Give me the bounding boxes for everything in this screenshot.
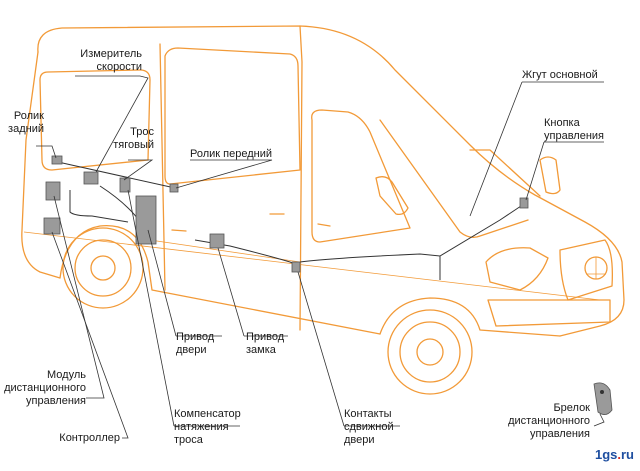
label-remote-module: Модуль дистанционного управления (4, 369, 86, 407)
rear-wheel (62, 227, 144, 309)
site-watermark: 1gs.ru (595, 447, 634, 462)
door-drive-component (135, 195, 157, 245)
key-fob-button-icon (600, 390, 604, 394)
van-body (21, 25, 625, 337)
sliding-door-contacts-component (291, 261, 301, 273)
rear-roller-component (51, 155, 63, 165)
label-control-button: Кнопка управления (544, 117, 604, 142)
remote-module-component (45, 181, 61, 201)
watermark-suffix: ru (621, 447, 634, 462)
label-door-drive: Привод двери (176, 331, 215, 356)
label-main-harness: Жгут основной (522, 69, 598, 81)
label-controller: Контроллер (59, 432, 120, 444)
key-fob-icon (593, 382, 613, 415)
controller-component (43, 217, 61, 235)
control-button-component (519, 197, 529, 209)
label-key-fob: Брелок дистанционного управления (508, 402, 590, 440)
front-roller-component (169, 183, 179, 193)
speed-meter-component (83, 171, 99, 185)
label-speed-meter: Измеритель скорости (80, 48, 142, 73)
label-tension-compensator: Компенсатор натяжения троса (174, 408, 241, 446)
label-traction-cable: Трос тяговый (113, 126, 154, 151)
label-rear-roller: Ролик задний (8, 110, 44, 135)
label-lock-drive: Привод замка (246, 331, 285, 356)
leader-lines (36, 75, 605, 439)
front-wheel (387, 309, 473, 395)
lock-drive-component (209, 233, 225, 249)
watermark-text: 1gs (594, 447, 618, 462)
tension-compensator-component (119, 177, 131, 193)
label-sliding-door-contacts: Контакты сдвижной двери (344, 408, 394, 446)
components (43, 155, 613, 415)
label-front-roller: Ролик передний (190, 148, 273, 160)
watermark-dot: . (617, 447, 621, 462)
